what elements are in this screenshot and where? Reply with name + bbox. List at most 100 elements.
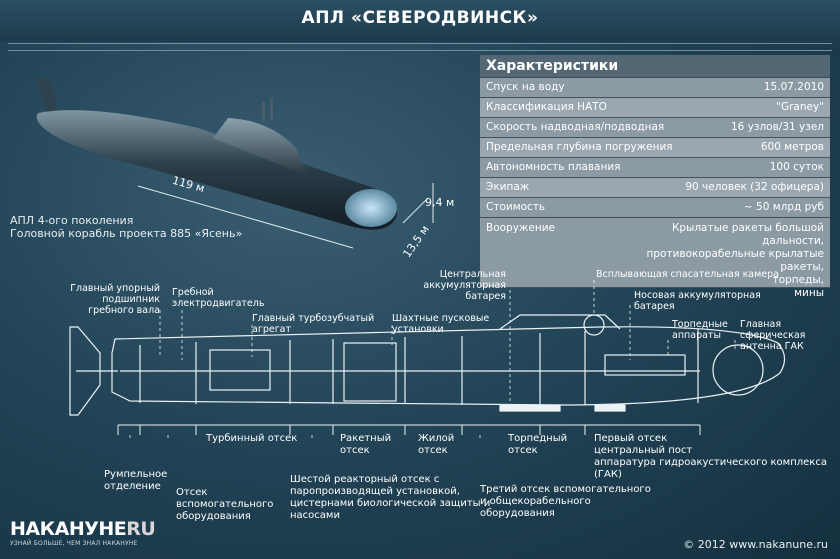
label-line: отсек — [508, 445, 538, 456]
site-logo[interactable]: НАКАНУНЕRU — [10, 518, 156, 540]
label-line: подшипник — [102, 294, 160, 305]
characteristic-label: Экипаж — [486, 181, 530, 193]
characteristic-label: Спуск на воду — [486, 81, 565, 93]
label-line: электродвигатель — [172, 298, 265, 309]
hull — [36, 110, 398, 230]
label-reactor-compartment: Шестой реакторный отсек с паропроизводящ… — [290, 474, 490, 522]
armament-value: Крылатые ракеты большой дальности, проти… — [614, 222, 824, 300]
characteristic-value: "Graney" — [776, 101, 824, 113]
label-line: отсек — [340, 445, 370, 456]
label-line: антенна ГАК — [740, 341, 804, 352]
caption-line2: Головной корабль проекта 885 «Ясень» — [10, 227, 243, 240]
label-line: Главный упорный — [70, 283, 160, 294]
label-line: Торпедный — [508, 433, 568, 444]
label-line: центральный пост — [594, 445, 693, 456]
rescue-chamber — [583, 314, 605, 336]
label-line: Первый отсек — [594, 433, 668, 444]
submarine-caption: АПЛ 4-ого поколения Головной корабль про… — [10, 214, 242, 240]
cutaway-hull — [111, 326, 786, 406]
submarine-render — [36, 78, 434, 249]
characteristic-value: 15.07.2010 — [763, 81, 824, 93]
slogan: УЗНАЙ БОЛЬШЕ, ЧЕМ ЗНАЛ НАКАНУНЕ — [10, 540, 138, 547]
characteristic-label: Стоимость — [486, 201, 546, 213]
label-turbine-compartment: Турбинный отсек — [206, 433, 298, 444]
armament-line: противокорабельные крылатые ракеты, — [646, 248, 824, 273]
sail — [213, 118, 308, 176]
label-line: батарея — [634, 301, 675, 312]
label-torpedo-tubes: Торпедные аппараты — [672, 319, 728, 341]
title-divider-lower — [8, 50, 832, 51]
characteristic-value: ~ 50 млрд руб — [743, 201, 824, 213]
label-line: оборудования — [176, 511, 251, 522]
label-line: Торпедные — [672, 319, 728, 330]
label-third-compartment: Третий отсек вспомогательного и общекора… — [480, 484, 651, 520]
bow-dome — [345, 189, 397, 227]
label-line: отделение — [104, 481, 161, 492]
label-line: Шестой реакторный отсек с — [290, 474, 440, 485]
title-bar — [0, 0, 840, 42]
armament-label: Вооружение — [486, 222, 555, 234]
characteristic-label: Классификация НАТО — [486, 101, 607, 113]
label-rescue-chamber: Всплывающая спасательная камера — [596, 269, 779, 280]
label-line: аккумуляторная — [423, 280, 506, 291]
label-line: аппараты — [672, 330, 721, 341]
missile-silos — [343, 342, 397, 402]
characteristic-value: 100 суток — [769, 161, 824, 173]
logo-main: НАКАНУНЕ — [10, 518, 127, 540]
label-line: Румпельное — [104, 469, 168, 480]
label-turbo-gear: Главный турбозубчатый агрегат — [252, 313, 374, 335]
label-first-compartment: Первый отсек центральный пост аппаратура… — [594, 433, 840, 481]
label-aux-compartment: Отсек вспомогательного оборудования — [176, 487, 273, 523]
torpedo-tubes — [604, 354, 686, 376]
label-line: Гребной — [172, 287, 214, 298]
label-line: установки — [392, 324, 444, 335]
characteristic-row: Стоимость ~ 50 млрд руб — [480, 198, 830, 218]
label-line: аппаратура гидроакустического комплекса … — [594, 457, 827, 480]
characteristic-row: Классификация НАТО "Graney" — [480, 98, 830, 118]
label-line: Главная — [740, 319, 782, 330]
label-torpedo-compartment: Торпедный отсек — [508, 433, 567, 457]
battery — [594, 404, 626, 412]
label-line: отсек — [418, 445, 448, 456]
armament-line: Крылатые ракеты большой дальности, — [671, 222, 824, 247]
label-rudder-compartment: Румпельное отделение — [104, 469, 167, 493]
characteristic-row: Экипаж 90 человек (32 офицера) — [480, 178, 830, 198]
characteristic-label: Предельная глубина погружения — [486, 141, 673, 153]
width-line — [402, 197, 429, 224]
characteristic-label: Скорость надводная/подводная — [486, 121, 665, 133]
label-propulsion-motor: Гребной электродвигатель — [172, 287, 264, 309]
label-central-battery: Центральная аккумуляторная батарея — [418, 269, 506, 302]
label-line: Третий отсек вспомогательного — [480, 484, 651, 495]
copyright: © 2012 www.nakanune.ru — [683, 538, 828, 551]
characteristic-value: 90 человек (32 офицера) — [685, 181, 824, 193]
label-line: Носовая аккумуляторная — [634, 290, 761, 301]
title-divider — [8, 43, 832, 44]
label-line: насосами — [290, 510, 340, 521]
cutaway-tail — [69, 326, 101, 416]
label-line: сферическая — [740, 330, 806, 341]
label-line: вспомогательного — [176, 499, 274, 510]
label-main-bearing: Главный упорный подшипник гребного вала — [40, 283, 160, 316]
mast — [262, 102, 265, 122]
caption-line1: АПЛ 4-ого поколения — [10, 214, 134, 227]
label-line: агрегат — [252, 324, 292, 335]
label-missile-compartment: Ракетный отсек — [340, 433, 391, 457]
mast — [270, 98, 273, 120]
characteristic-value: 16 узлов/31 узел — [730, 121, 824, 133]
characteristic-value: 600 метров — [760, 141, 824, 153]
label-silos: Шахтные пусковые установки — [392, 313, 489, 335]
label-living-compartment: Жилой отсек — [418, 433, 454, 457]
label-line: Шахтные пусковые — [392, 313, 490, 324]
label-line: и общекорабельного — [480, 496, 591, 507]
sonar-sphere — [712, 344, 764, 396]
label-line: батарея — [465, 291, 506, 302]
cutaway-diagram — [69, 280, 786, 440]
label-line: оборудования — [480, 508, 555, 519]
label-line: паропроизводящей установкой, — [290, 486, 460, 497]
label-line: Ракетный — [340, 433, 392, 444]
label-line: Отсек — [176, 487, 208, 498]
label-line: Всплывающая спасательная камера — [596, 269, 779, 280]
length-line — [137, 185, 354, 249]
